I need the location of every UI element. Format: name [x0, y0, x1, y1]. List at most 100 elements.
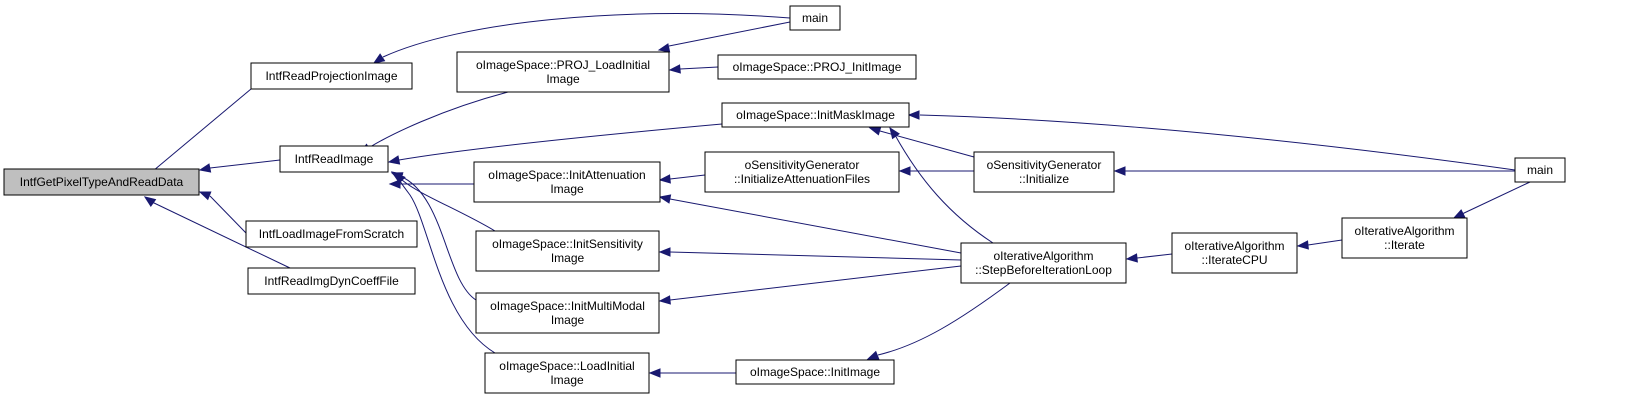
node-iterate-cpu[interactable]: oIterativeAlgorithm::IterateCPU	[1171, 232, 1298, 274]
node-label: IntfReadProjectionImage	[265, 69, 397, 83]
arrow-head	[657, 43, 671, 53]
node-proj-init-image[interactable]: oImageSpace::PROJ_InitImage	[717, 54, 917, 80]
node-label: IntfReadImgDynCoeffFile	[264, 274, 399, 288]
edge-line	[877, 282, 1011, 356]
node-label: oImageSpace::InitSensitivity	[492, 237, 643, 251]
node-box	[717, 54, 917, 80]
edge-iterate-cpu-to-step-loop	[1125, 253, 1173, 263]
edge-line	[669, 174, 706, 180]
node-box	[735, 359, 895, 385]
arrow-head	[388, 179, 401, 189]
edge-load-from-scratch-to-root	[198, 191, 247, 234]
edge-step-loop-to-init-multimodal	[658, 265, 962, 305]
node-label: oSensitivityGenerator	[745, 158, 860, 172]
node-box	[3, 168, 200, 196]
edge-line	[1461, 181, 1531, 215]
arrow-head	[898, 166, 911, 176]
node-box	[704, 151, 900, 193]
node-main-right[interactable]: main	[1514, 157, 1566, 183]
edge-line	[669, 251, 962, 261]
node-box	[721, 102, 910, 128]
arrow-head	[658, 295, 671, 305]
arrow-head	[143, 196, 157, 207]
node-box	[1171, 232, 1298, 274]
node-label: oImageSpace::InitAttenuation	[488, 168, 645, 182]
node-label: oIterativeAlgorithm	[993, 249, 1093, 263]
node-root[interactable]: IntfGetPixelTypeAndReadData	[3, 168, 200, 196]
node-label: oImageSpace::PROJ_LoadInitial	[476, 58, 650, 72]
arrow-head	[1296, 240, 1309, 250]
edge-init-mask-to-read-image	[387, 123, 723, 165]
node-box	[973, 151, 1115, 193]
node-step-before-loop[interactable]: oIterativeAlgorithm::StepBeforeIteration…	[960, 242, 1127, 284]
node-label: oImageSpace::PROJ_InitImage	[733, 60, 902, 74]
node-load-from-scratch[interactable]: IntfLoadImageFromScratch	[245, 220, 418, 248]
node-box	[250, 62, 413, 90]
arrow-head	[1113, 166, 1126, 176]
arrow-head	[1125, 253, 1138, 263]
arrow-head	[198, 191, 212, 201]
node-sens-initialize[interactable]: oSensitivityGenerator::Initialize	[973, 151, 1115, 193]
node-label: ::InitializeAttenuationFiles	[734, 172, 870, 186]
node-label: oIterativeAlgorithm	[1354, 224, 1454, 238]
node-sens-init-atten-files[interactable]: oSensitivityGenerator::InitializeAttenua…	[704, 151, 900, 193]
node-label: oImageSpace::LoadInitial	[499, 359, 634, 373]
arrow-head	[907, 110, 920, 120]
node-read-projection[interactable]: IntfReadProjectionImage	[250, 62, 413, 90]
edge-proj-load-to-main-top	[657, 21, 791, 53]
arrow-head	[1452, 209, 1466, 219]
edge-dyn-coeff-to-root	[143, 196, 291, 269]
arrow-head	[387, 155, 401, 165]
node-label: oImageSpace::InitMultiModal	[490, 299, 645, 313]
node-box	[475, 230, 660, 272]
edge-line	[209, 159, 281, 169]
edge-load-initial-to-read-image	[390, 171, 496, 354]
node-read-dyn-coeff[interactable]: IntfReadImgDynCoeffFile	[247, 267, 416, 295]
edge-sens-atten-to-init-atten	[658, 174, 706, 184]
node-init-image[interactable]: oImageSpace::InitImage	[735, 359, 895, 385]
node-label: Image	[550, 182, 584, 196]
node-main-top[interactable]: main	[789, 5, 841, 31]
node-label: oIterativeAlgorithm	[1184, 239, 1284, 253]
edge-proj-load-to-read-image	[358, 91, 509, 154]
edge-line	[1136, 253, 1173, 259]
node-label: ::Iterate	[1384, 238, 1425, 252]
arrow-head	[866, 350, 880, 360]
edge-read-image-to-root	[198, 159, 281, 173]
edge-line	[894, 134, 994, 244]
edge-step-loop-to-init-atten	[658, 194, 962, 254]
node-label: Image	[550, 373, 584, 387]
node-read-image[interactable]: IntfReadImage	[279, 145, 389, 173]
edge-line	[679, 66, 719, 70]
edge-main-top-to-read-projection	[372, 13, 791, 64]
edge-line	[382, 13, 791, 58]
node-label: Image	[551, 251, 585, 265]
arrow-head	[658, 194, 672, 204]
edge-line	[668, 21, 791, 47]
node-iterate[interactable]: oIterativeAlgorithm::Iterate	[1341, 217, 1468, 259]
node-box	[960, 242, 1127, 284]
edge-init-image-to-load-initial	[648, 368, 736, 378]
node-label: ::StepBeforeIterationLoop	[975, 263, 1112, 277]
node-box	[1341, 217, 1468, 259]
node-label: IntfReadImage	[295, 152, 374, 166]
node-box	[484, 352, 650, 394]
node-init-mask-image[interactable]: oImageSpace::InitMaskImage	[721, 102, 910, 128]
edge-main-right-to-sens-init	[1113, 166, 1515, 176]
node-label: IntfGetPixelTypeAndReadData	[20, 175, 184, 189]
arrow-head	[889, 126, 900, 140]
node-box	[247, 267, 416, 295]
edge-line	[669, 265, 962, 301]
edge-line	[151, 201, 291, 269]
node-label: oSensitivityGenerator	[987, 158, 1102, 172]
edge-line	[209, 195, 247, 234]
arrow-head	[658, 247, 671, 257]
edge-proj-init-image-to-proj-load	[668, 64, 719, 74]
edge-iterate-to-iterate-cpu	[1296, 239, 1343, 250]
